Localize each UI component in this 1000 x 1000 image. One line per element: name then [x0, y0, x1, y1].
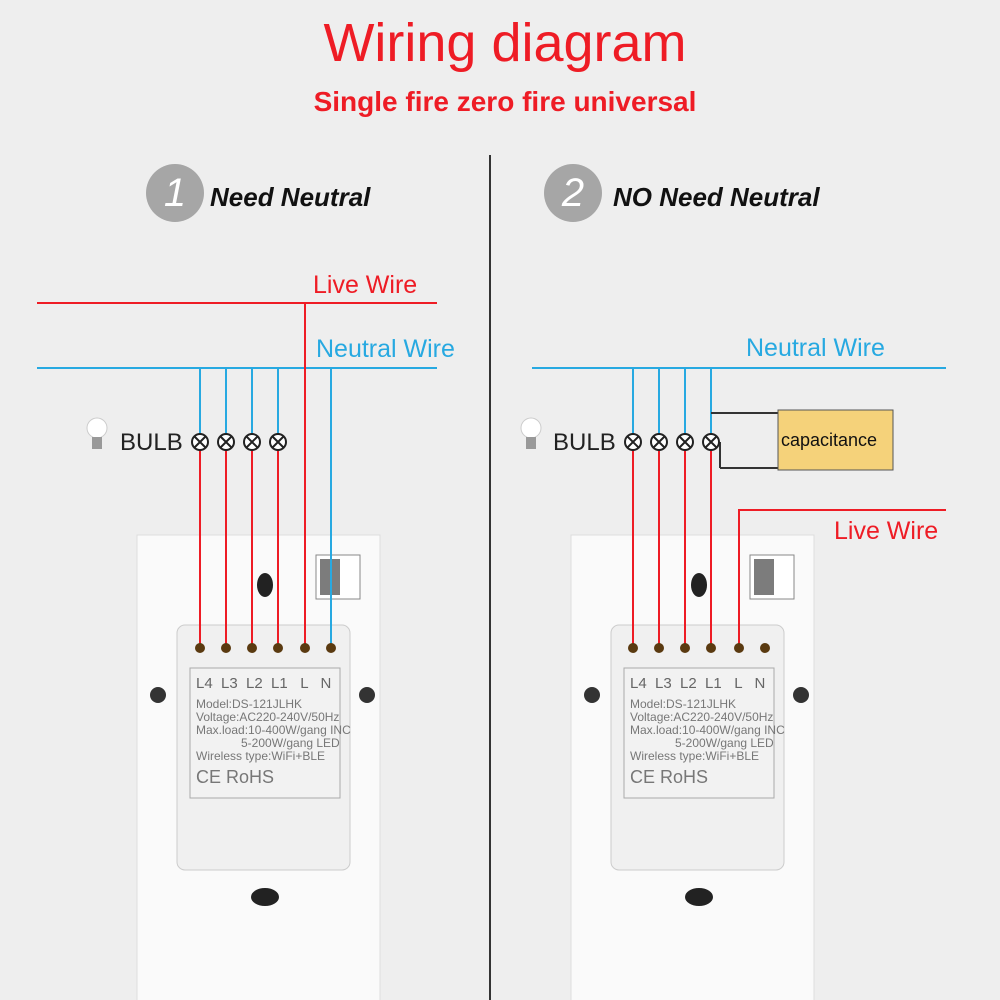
- terminals: [195, 643, 770, 653]
- live-wire-line: [738, 509, 946, 648]
- live-wire-label: Live Wire: [313, 271, 418, 299]
- certification-marks: CE RoHS: [196, 767, 275, 787]
- certification-marks: CE RoHS: [630, 767, 709, 787]
- right-bulb-symbols: [624, 433, 720, 451]
- bulb-icon: [86, 417, 108, 449]
- maxload-led-text: 5-200W/gang LED: [241, 736, 340, 750]
- live-wire-label: Live Wire: [834, 517, 939, 545]
- terminal-labels: L4 L3 L2 L1 L N: [630, 675, 766, 692]
- voltage-text: Voltage:AC220-240V/50Hz: [630, 710, 774, 724]
- left-bulb-symbols: [191, 433, 287, 451]
- model-text: Model:DS-121JLHK: [630, 697, 737, 711]
- maxload-led-text: 5-200W/gang LED: [675, 736, 774, 750]
- maxload-text: Max.load:10-400W/gang INC: [196, 723, 351, 737]
- wireless-text: Wireless type:WiFi+BLE: [196, 749, 326, 763]
- voltage-text: Voltage:AC220-240V/50Hz: [196, 710, 340, 724]
- right-wiring: [532, 367, 946, 648]
- switch-spec-label: L4 L3 L2 L1 L N Model:DS-121JLHK Voltage…: [630, 675, 785, 788]
- bulb-icon: [520, 417, 542, 449]
- page-subtitle: Single fire zero fire universal: [313, 86, 697, 117]
- wireless-text: Wireless type:WiFi+BLE: [630, 749, 760, 763]
- switch-plate-right: [570, 534, 815, 1000]
- panel-heading: NO Need Neutral: [613, 182, 820, 212]
- panel-heading: Need Neutral: [210, 182, 371, 212]
- left-wiring: [37, 302, 437, 648]
- page-title: Wiring diagram: [323, 13, 687, 73]
- neutral-wire-label: Neutral Wire: [316, 335, 455, 363]
- step-number-badge: 2: [544, 164, 602, 222]
- model-text: Model:DS-121JLHK: [196, 697, 303, 711]
- step-number-badge: 1: [146, 164, 204, 222]
- neutral-wire-label: Neutral Wire: [746, 334, 885, 362]
- bulb-label: BULB: [120, 429, 183, 456]
- bulb-label: BULB: [553, 429, 616, 456]
- maxload-text: Max.load:10-400W/gang INC: [630, 723, 785, 737]
- switch-spec-label: L4 L3 L2 L1 L N Model:DS-121JLHK Voltage…: [196, 675, 351, 788]
- capacitor-label: capacitance: [781, 430, 878, 450]
- terminal-labels: L4 L3 L2 L1 L N: [196, 675, 332, 692]
- capacitor-box: [777, 409, 894, 471]
